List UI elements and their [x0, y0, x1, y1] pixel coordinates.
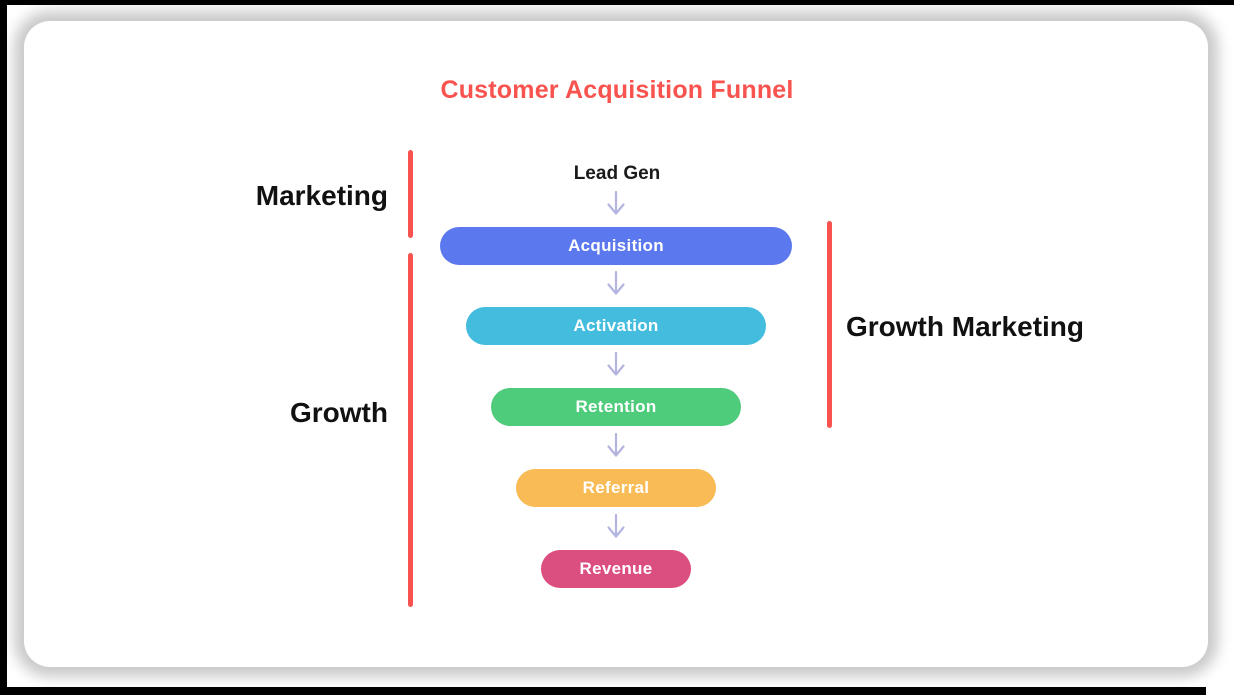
down-arrow-icon	[607, 432, 625, 457]
screenshot-edge-left	[0, 0, 7, 695]
funnel-stage-activation: Activation	[466, 307, 766, 345]
down-arrow-icon	[607, 351, 625, 376]
diagram-title: Customer Acquisition Funnel	[440, 76, 794, 104]
growth-label: Growth	[290, 397, 388, 428]
down-arrow-icon	[607, 513, 625, 538]
screenshot-edge-top	[0, 0, 1234, 5]
down-arrow-icon	[607, 190, 625, 215]
funnel-stage-referral: Referral	[516, 469, 716, 507]
funnel-source-label: Lead Gen	[573, 163, 661, 184]
marketing-bracket-line	[408, 150, 413, 238]
screenshot-edge-bottom	[0, 687, 1206, 695]
funnel-stage-acquisition: Acquisition	[440, 227, 792, 265]
growth-marketing-bracket-line	[827, 221, 832, 428]
growth-bracket-line	[408, 253, 413, 607]
down-arrow-icon	[607, 270, 625, 295]
growth-marketing-label: Growth Marketing	[846, 311, 1085, 342]
marketing-label: Marketing	[255, 180, 388, 211]
funnel-stage-retention: Retention	[491, 388, 741, 426]
funnel-stage-revenue: Revenue	[541, 550, 691, 588]
